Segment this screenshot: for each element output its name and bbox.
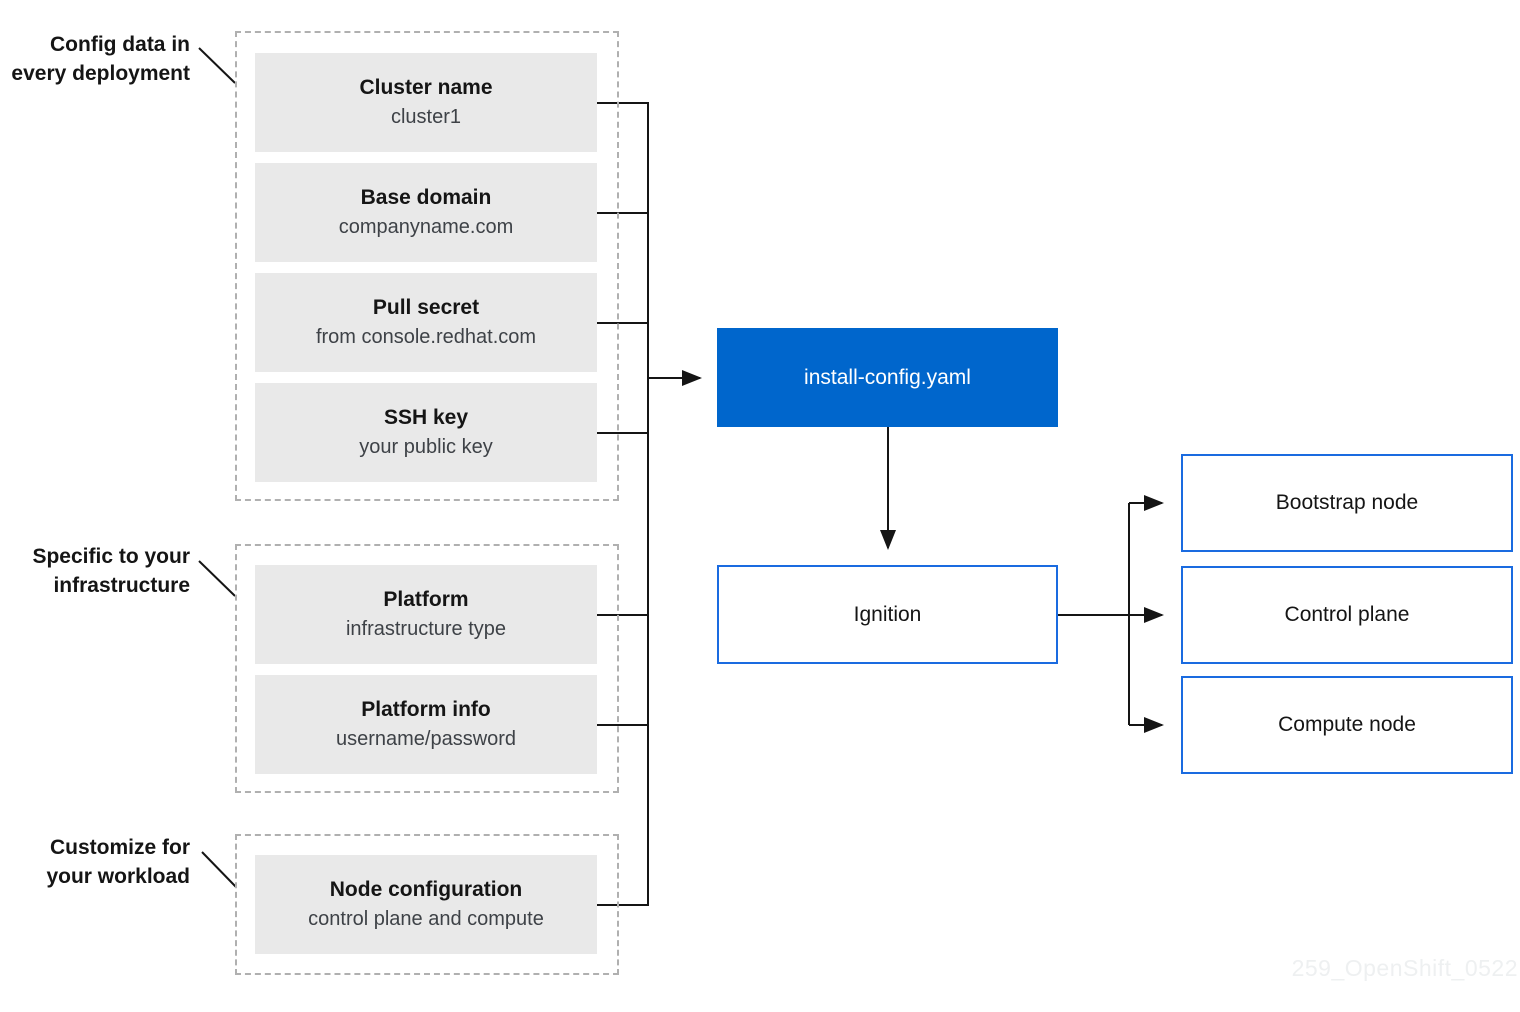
annotation-line: Specific to your <box>32 545 190 568</box>
annotation-line: your workload <box>46 865 190 888</box>
item-title: Platform <box>383 588 469 611</box>
install-config-yaml-box: install-config.yaml <box>717 328 1058 427</box>
item-title: Pull secret <box>372 296 480 319</box>
item-title: Node configuration <box>329 878 523 901</box>
item-cluster-name: Cluster name cluster1 <box>255 53 597 152</box>
annotation-customize-workload: Customize for your workload <box>0 833 190 891</box>
ignition-box: Ignition <box>717 565 1058 664</box>
item-ssh-key: SSH key your public key <box>255 383 597 482</box>
install-config-yaml-label: install-config.yaml <box>804 365 971 389</box>
item-subtitle: cluster1 <box>390 106 462 128</box>
item-title: Cluster name <box>359 76 493 99</box>
watermark-text: 259_OpenShift_0522 <box>1291 955 1518 981</box>
item-subtitle: control plane and compute <box>308 908 544 930</box>
item-node-configuration: Node configuration control plane and com… <box>255 855 597 954</box>
annotation-line: infrastructure <box>53 574 190 597</box>
group-customize-workload <box>235 834 619 975</box>
annotation-line: every deployment <box>11 62 190 85</box>
item-subtitle: companyname.com <box>338 216 514 238</box>
annotation-specific-infrastructure: Specific to your infrastructure <box>0 542 190 600</box>
item-subtitle: infrastructure type <box>345 618 507 640</box>
item-base-domain: Base domain companyname.com <box>255 163 597 262</box>
item-pull-secret: Pull secret from console.redhat.com <box>255 273 597 372</box>
item-title: SSH key <box>383 406 469 429</box>
ignition-label: Ignition <box>853 602 922 626</box>
annotation-config-data: Config data in every deployment <box>0 30 190 88</box>
compute-node-box: Compute node <box>1181 676 1513 774</box>
bootstrap-node-label: Bootstrap node <box>1275 491 1419 514</box>
compute-node-label: Compute node <box>1278 713 1416 736</box>
annotation-line: Config data in <box>50 33 190 56</box>
item-subtitle: your public key <box>359 436 493 458</box>
pointer-customize-workload <box>201 851 237 888</box>
group-specific-infrastructure <box>235 544 619 793</box>
bootstrap-node-box: Bootstrap node <box>1181 454 1513 552</box>
item-platform: Platform infrastructure type <box>255 565 597 664</box>
item-platform-info: Platform info username/password <box>255 675 597 774</box>
item-subtitle: username/password <box>335 728 517 750</box>
item-title: Platform info <box>361 698 491 721</box>
control-plane-box: Control plane <box>1181 566 1513 664</box>
item-title: Base domain <box>360 186 492 209</box>
pointer-config-data <box>198 47 236 84</box>
group-config-data <box>235 31 619 501</box>
control-plane-label: Control plane <box>1284 603 1410 626</box>
annotation-line: Customize for <box>49 836 190 859</box>
pointer-specific-infrastructure <box>198 560 236 597</box>
item-subtitle: from console.redhat.com <box>315 326 537 348</box>
